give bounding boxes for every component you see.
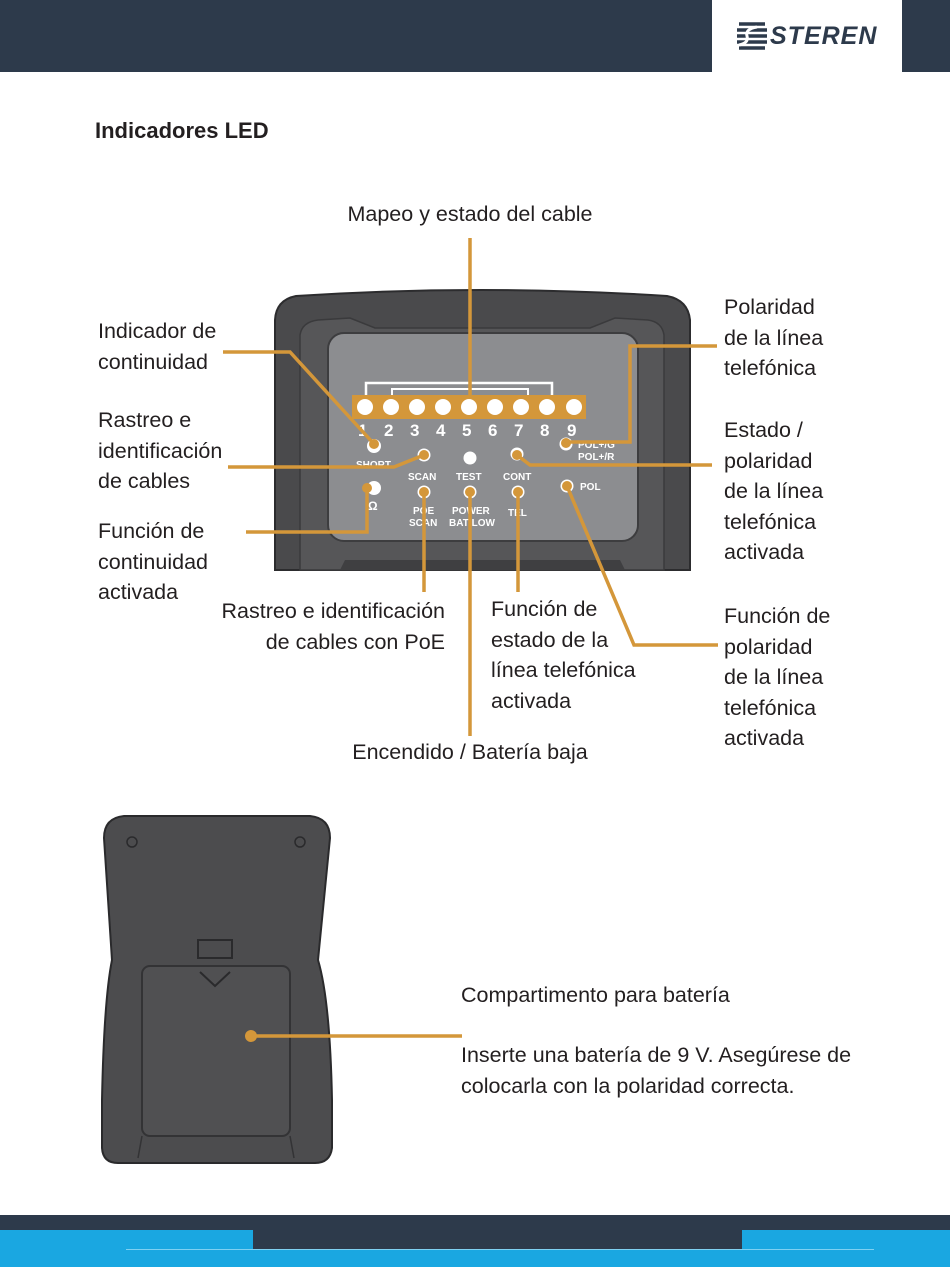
footer-accent-mid xyxy=(253,1250,742,1267)
label-test: TEST xyxy=(456,472,482,483)
led-test xyxy=(463,451,477,465)
led-pin-6 xyxy=(487,399,503,415)
label-pol: POL xyxy=(580,482,601,493)
brand-name: STEREN xyxy=(770,22,878,50)
device-back xyxy=(101,815,333,1164)
leader-polarity-function xyxy=(565,485,718,647)
leader-continuity-indicator xyxy=(223,350,376,446)
label-cont: CONT xyxy=(503,472,531,483)
battery-instructions: Inserte una batería de 9 V. Asegúrese de… xyxy=(461,1040,851,1101)
pin-number-7: 7 xyxy=(514,421,523,440)
led-pin-3 xyxy=(409,399,425,415)
callout-tracing: Rastreo e identificación de cables xyxy=(98,405,222,497)
callout-polarity-function: Función de polaridad de la línea telefón… xyxy=(724,601,830,754)
callout-line-polarity: Polaridad de la línea telefónica xyxy=(724,292,823,384)
callout-line: de la línea xyxy=(724,665,824,689)
callout-line: Rastreo e xyxy=(98,408,192,432)
callout-line: de la línea xyxy=(724,479,824,503)
pin-number-3: 3 xyxy=(410,421,419,440)
callout-cable-map: Mapeo y estado del cable xyxy=(347,202,593,226)
callout-line: de cables con PoE xyxy=(265,629,445,654)
callout-line: identificación xyxy=(98,438,223,463)
callout-continuity-indicator: Indicador de continuidad xyxy=(98,316,216,377)
callout-line: Función de xyxy=(491,597,598,621)
leader-tracing xyxy=(228,453,425,469)
cable-map-leds xyxy=(357,399,582,415)
battery-title: Compartimento para batería xyxy=(461,983,730,1007)
callout-line: activada xyxy=(491,688,572,713)
callout-line: telefónica xyxy=(724,356,817,380)
led-pin-5 xyxy=(461,399,477,415)
callout-line: Polaridad xyxy=(724,295,815,319)
callout-line: polaridad xyxy=(724,448,813,473)
callout-line: activada xyxy=(724,726,805,750)
label-pol-r: POL+/R xyxy=(578,452,615,463)
footer-accent-left xyxy=(0,1230,253,1267)
callout-power-battery: Encendido / Batería baja xyxy=(352,740,588,764)
callout-line: continuidad xyxy=(98,349,208,374)
footer-accent-right xyxy=(742,1230,950,1267)
callout-line: Función de xyxy=(724,604,831,628)
callout-continuity-function: Función de continuidad activada xyxy=(98,516,208,608)
callout-tel-status-function: Función de estado de la línea telefónica… xyxy=(491,594,636,716)
footer-line xyxy=(126,1249,874,1250)
callout-line: Indicador de xyxy=(98,319,217,343)
leader-line-polarity xyxy=(566,344,717,444)
led-pin-1 xyxy=(357,399,373,415)
pin-number-6: 6 xyxy=(488,421,497,440)
callout-line: activada xyxy=(724,540,805,564)
callout-line: Rastreo e identificación xyxy=(221,599,445,623)
led-pin-7 xyxy=(513,399,529,415)
callout-line: telefónica xyxy=(724,509,817,534)
leader-dots xyxy=(362,438,572,497)
section-title: Indicadores LED xyxy=(95,118,269,143)
battery-dot xyxy=(245,1030,257,1042)
callout-tracing-poe: Rastreo e identificación de cables con P… xyxy=(205,596,445,657)
led-pin-8 xyxy=(539,399,555,415)
leader-lines xyxy=(223,238,718,736)
instruction-line: colocarla con la polaridad correcta. xyxy=(461,1073,795,1098)
pin-number-4: 4 xyxy=(436,421,446,440)
callout-line: Función de xyxy=(98,519,205,543)
label-scan: SCAN xyxy=(408,472,436,483)
callout-line: línea telefónica xyxy=(491,658,636,682)
callout-line: estado de la xyxy=(491,627,609,652)
led-pin-9 xyxy=(566,399,582,415)
callout-status-polarity: Estado / polaridad de la línea telefónic… xyxy=(724,415,823,568)
callout-line: continuidad xyxy=(98,549,208,574)
leader-continuity-function xyxy=(246,489,369,534)
callout-line: Estado / xyxy=(724,418,803,442)
device-front: 1 2 3 4 5 6 7 8 9 SHORT SCAN TEST CONT P… xyxy=(274,289,691,571)
steren-logo-icon xyxy=(737,22,767,50)
label-pol-g: POL+/G xyxy=(578,440,615,451)
led-pin-2 xyxy=(383,399,399,415)
pin-number-5: 5 xyxy=(462,421,471,440)
pin-number-2: 2 xyxy=(384,421,393,440)
callout-line: de cables xyxy=(98,469,191,493)
leader-status-polarity xyxy=(515,453,712,467)
label-bat-low: BAT LOW xyxy=(449,518,495,529)
led-pin-4 xyxy=(435,399,451,415)
callout-line: telefónica xyxy=(724,695,817,720)
callout-line: activada xyxy=(98,580,179,604)
pin-number-9: 9 xyxy=(567,421,576,440)
instruction-line: Inserte una batería de 9 V. Asegúrese de xyxy=(461,1043,852,1067)
callout-line: de la línea xyxy=(724,325,824,350)
pin-number-8: 8 xyxy=(540,421,549,440)
callout-line: polaridad xyxy=(724,634,813,659)
label-ohm: Ω xyxy=(368,499,378,513)
